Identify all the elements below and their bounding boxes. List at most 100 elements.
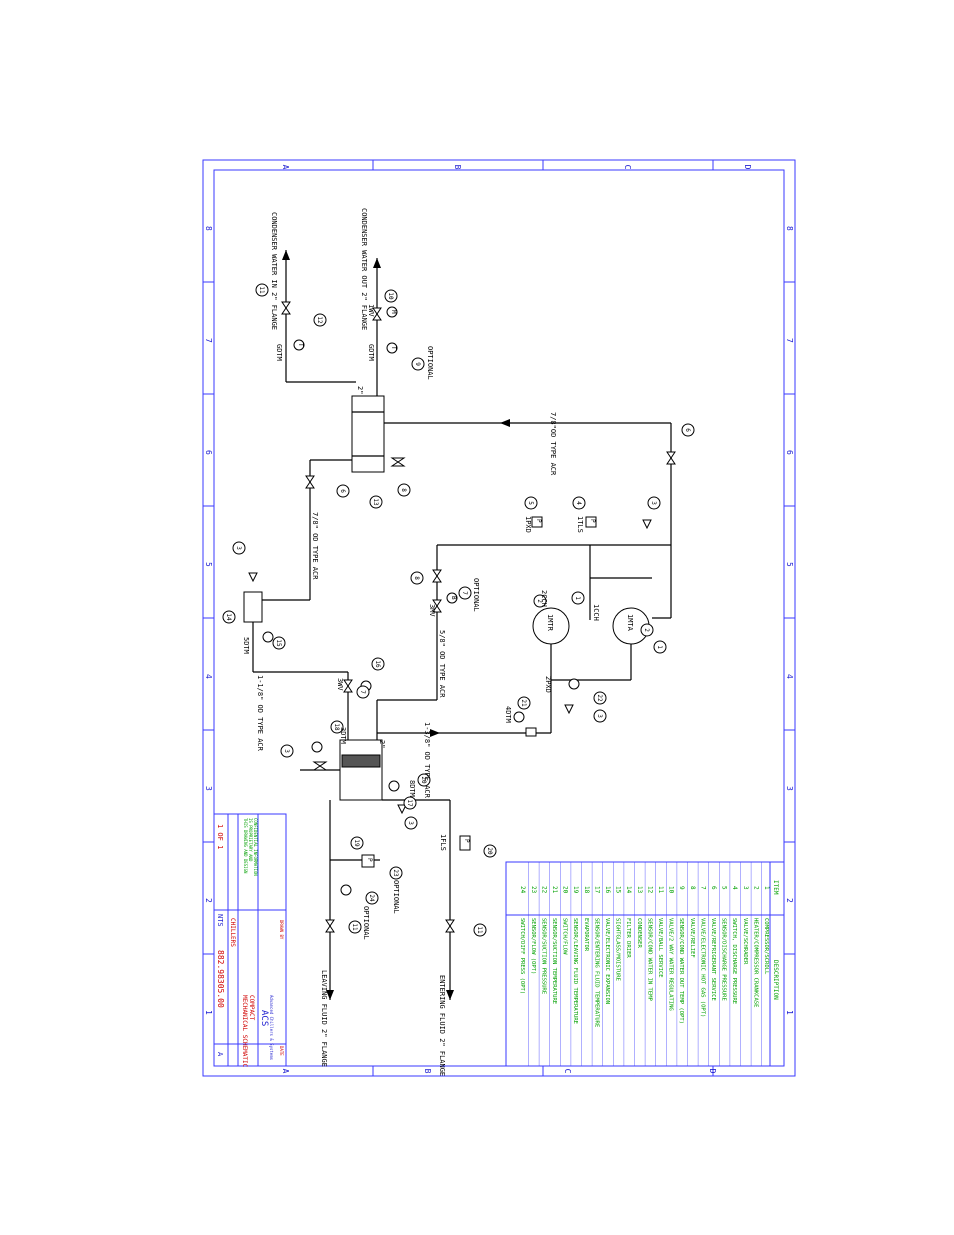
sensor-temp-evap <box>311 741 323 753</box>
legend-item-number: 3 <box>742 886 749 890</box>
legend-item-description: SENSOR/COND WATER IN TEMP <box>646 918 652 1001</box>
valve-schrader-4 <box>397 804 407 815</box>
legend-item-description: SWITCH, DISCHARGE PRESSURE <box>731 918 737 1004</box>
legend-item-number: 9 <box>678 886 685 890</box>
label-pipe-hotgas: 7/8"OD TYPE ACR <box>549 412 557 476</box>
legend-item-description: VALVE/BALL SERVICE <box>657 918 663 978</box>
legend-item-description: EVAPORATOR <box>583 918 589 952</box>
zone-number-right-3: 3 <box>785 786 794 791</box>
svg-text:3: 3 <box>596 714 603 718</box>
valve-hot-gas <box>432 599 442 613</box>
zone-number-left-5: 5 <box>204 562 213 567</box>
label-pipe-liquid: 7/8" OD TYPE ACR <box>311 512 319 580</box>
legend-item-description: CONDENSER <box>636 918 642 948</box>
title-model: COMPACT <box>248 995 255 1021</box>
legend-item-description: SIGHTGLASS/MOISTURE <box>615 918 621 981</box>
zone-number-left-7: 7 <box>204 338 213 343</box>
legend-item-description: SENSOR/SUCTION TEMPERATURE <box>551 918 557 1004</box>
evaporator <box>339 739 383 801</box>
legend-header-item: ITEM <box>772 880 779 895</box>
tag-4dtm: 4DTM <box>504 706 512 723</box>
title-rev: A <box>216 1052 224 1057</box>
sensor-suction-temp <box>513 711 525 723</box>
label-entering-fluid: ENTERING FLUID 2" FLANGE <box>438 975 446 1076</box>
label-optional-hotgas: OPTIONAL <box>472 578 480 612</box>
valve-relief <box>432 569 442 583</box>
svg-text:18: 18 <box>333 723 340 731</box>
legend-item-number: 4 <box>731 886 738 890</box>
svg-text:6: 6 <box>684 428 691 432</box>
tag-gdtm-cond-in: GDTM <box>275 344 283 361</box>
svg-text:3: 3 <box>283 749 290 753</box>
svg-text:1: 1 <box>574 596 581 600</box>
svg-text:20: 20 <box>420 776 427 784</box>
zone-number-right-5: 5 <box>785 562 794 567</box>
zone-number-right-6: 6 <box>785 450 794 455</box>
label-pipe-liquid-evap: 1-1/8" OD TYPE ACR <box>256 675 264 752</box>
legend-item-number: 8 <box>689 886 696 890</box>
legend-item-number: 19 <box>572 886 579 894</box>
svg-text:6: 6 <box>339 489 346 493</box>
legend-item-number: 24 <box>519 886 526 894</box>
label-2in-cond-in: 2" <box>356 386 364 394</box>
valve-service-liquid <box>305 475 315 489</box>
sensor-flow <box>340 884 352 896</box>
svg-text:11: 11 <box>476 926 483 934</box>
title-scale: NTS <box>216 914 224 927</box>
zone-letter-bottom-b: B <box>423 1069 432 1074</box>
zone-number-left-8: 8 <box>204 226 213 231</box>
legend-item-description: SENSOR/DISCHARGE PRESSURE <box>721 918 727 1001</box>
valve-expansion <box>343 679 353 693</box>
legend-item-number: 14 <box>625 886 632 894</box>
legend-item-description: SENSOR/LEAVING FLUID TEMPERATURE <box>572 918 578 1024</box>
svg-text:3: 3 <box>235 546 242 550</box>
label-optional-diffpress: OPTIONAL <box>362 906 370 940</box>
svg-text:7: 7 <box>461 591 468 595</box>
legend-item-number: 7 <box>699 886 706 890</box>
title-date-label: DATE <box>279 1046 284 1056</box>
diff-press-switch <box>361 854 375 868</box>
zone-letter-top-d: D <box>743 165 752 170</box>
legend-item-description: VALVE/REFRIGERANT SERVICE <box>710 918 716 1001</box>
zone-letter-top-c: C <box>623 165 632 170</box>
svg-text:8: 8 <box>413 576 420 580</box>
symbol-p-2: P <box>589 519 596 523</box>
tag-3mv: 3MV <box>428 604 436 617</box>
switch-pressure-discharge <box>585 516 597 528</box>
symbol-t-2: T <box>390 346 397 350</box>
label-pipe-hot-gas-bypass: 5/8" OD TYPE ACR <box>438 630 446 698</box>
tag-gdtm-cond-out: GDTM <box>367 344 375 361</box>
svg-text:24: 24 <box>368 894 375 902</box>
sensor-cond-water-regulating <box>386 306 398 318</box>
svg-text:3: 3 <box>407 821 414 825</box>
legend-item-number: 16 <box>604 886 611 894</box>
sensor-temp-cond-in <box>293 339 305 351</box>
sensor-entering-fluid <box>388 780 400 792</box>
zone-letter-bottom-d: D <box>708 1069 717 1074</box>
tag-hwv: 1WV <box>367 304 375 317</box>
valve-refrigerant-hotgas <box>666 451 676 465</box>
legend-item-number: 5 <box>721 886 728 890</box>
zone-number-left-3: 3 <box>204 786 213 791</box>
legend-item-description: SENSOR/ENTERING FLUID TEMPERATURE <box>593 918 599 1027</box>
legend-item-number: 22 <box>540 886 547 894</box>
symbol-b-1: B <box>450 596 457 600</box>
title-drawing-number: 882.98305.00 <box>216 950 225 1008</box>
svg-text:10: 10 <box>387 292 394 300</box>
legend-item-description: SWITCH/FLOW <box>562 918 568 955</box>
legend-item-description: HEATER/COMPRESSOR CRANKCASE <box>752 918 758 1007</box>
zone-number-left-1: 1 <box>204 1010 213 1015</box>
svg-text:23: 23 <box>392 869 399 877</box>
sight-glass <box>525 727 537 737</box>
valve-schrader-2 <box>642 519 652 530</box>
title-note-3: CONFIDENTIAL INFORMATION <box>253 818 258 876</box>
tag-sdtm: 5DTM <box>242 637 250 654</box>
valve-ball-condenser-out <box>372 307 382 321</box>
tag-3wv: 3WV <box>336 678 344 691</box>
label-optional-cond: OPTIONAL <box>426 346 434 380</box>
title-company-suffix: Advanced Chillers & Systems <box>269 995 274 1061</box>
legend-item-number: 2 <box>752 886 759 890</box>
sensors <box>262 306 580 896</box>
legend-item-number: 21 <box>551 886 558 894</box>
svg-text:21: 21 <box>520 699 527 707</box>
